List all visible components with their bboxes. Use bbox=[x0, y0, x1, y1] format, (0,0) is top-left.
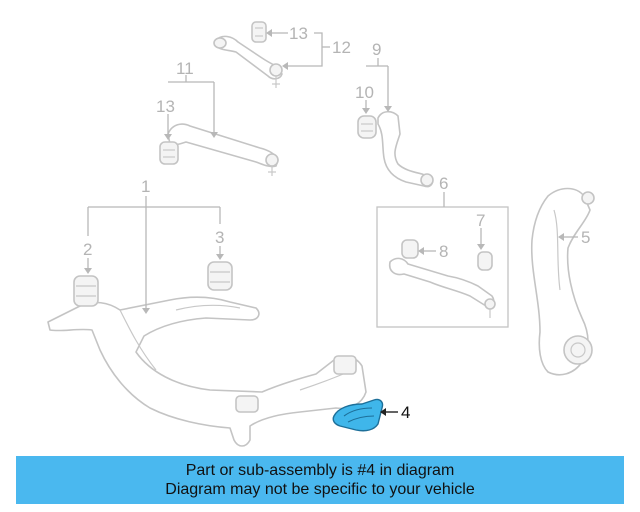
callout-13-upper[interactable]: 13 bbox=[289, 24, 308, 43]
callout-3[interactable]: 3 bbox=[215, 228, 224, 247]
callout-11[interactable]: 11 bbox=[176, 59, 194, 78]
upper-control-arm[interactable] bbox=[159, 123, 279, 176]
callout-5[interactable]: 5 bbox=[581, 228, 590, 247]
upper-arm-curved[interactable] bbox=[357, 110, 434, 188]
banner-line-1: Part or sub-assembly is #4 in diagram bbox=[185, 462, 455, 479]
callout-12[interactable]: 12 bbox=[332, 38, 351, 57]
callout-10[interactable]: 10 bbox=[355, 83, 374, 102]
lower-arm-assembly[interactable] bbox=[388, 239, 496, 318]
steering-knuckle[interactable] bbox=[530, 187, 595, 376]
subframe-crossmember[interactable] bbox=[47, 261, 367, 447]
callout-labels: 13 12 11 13 9 10 6 7 8 5 1 2 3 4 bbox=[83, 24, 590, 422]
banner-line-2: Diagram may not be specific to your vehi… bbox=[165, 481, 475, 498]
leader-lines bbox=[84, 29, 578, 416]
info-banner: Part or sub-assembly is #4 in diagram Di… bbox=[16, 456, 624, 504]
callout-13-left[interactable]: 13 bbox=[156, 97, 175, 116]
lower-arm-group-box bbox=[376, 206, 509, 328]
highlighted-bracket-part-4[interactable] bbox=[332, 398, 384, 432]
upper-link-assembly[interactable] bbox=[213, 21, 283, 88]
callout-4[interactable]: 4 bbox=[401, 403, 410, 422]
callout-6[interactable]: 6 bbox=[439, 174, 448, 193]
callout-9[interactable]: 9 bbox=[372, 40, 381, 59]
callout-8[interactable]: 8 bbox=[439, 242, 448, 261]
callout-7[interactable]: 7 bbox=[476, 211, 485, 230]
callout-2[interactable]: 2 bbox=[83, 240, 92, 259]
callout-1[interactable]: 1 bbox=[141, 177, 150, 196]
